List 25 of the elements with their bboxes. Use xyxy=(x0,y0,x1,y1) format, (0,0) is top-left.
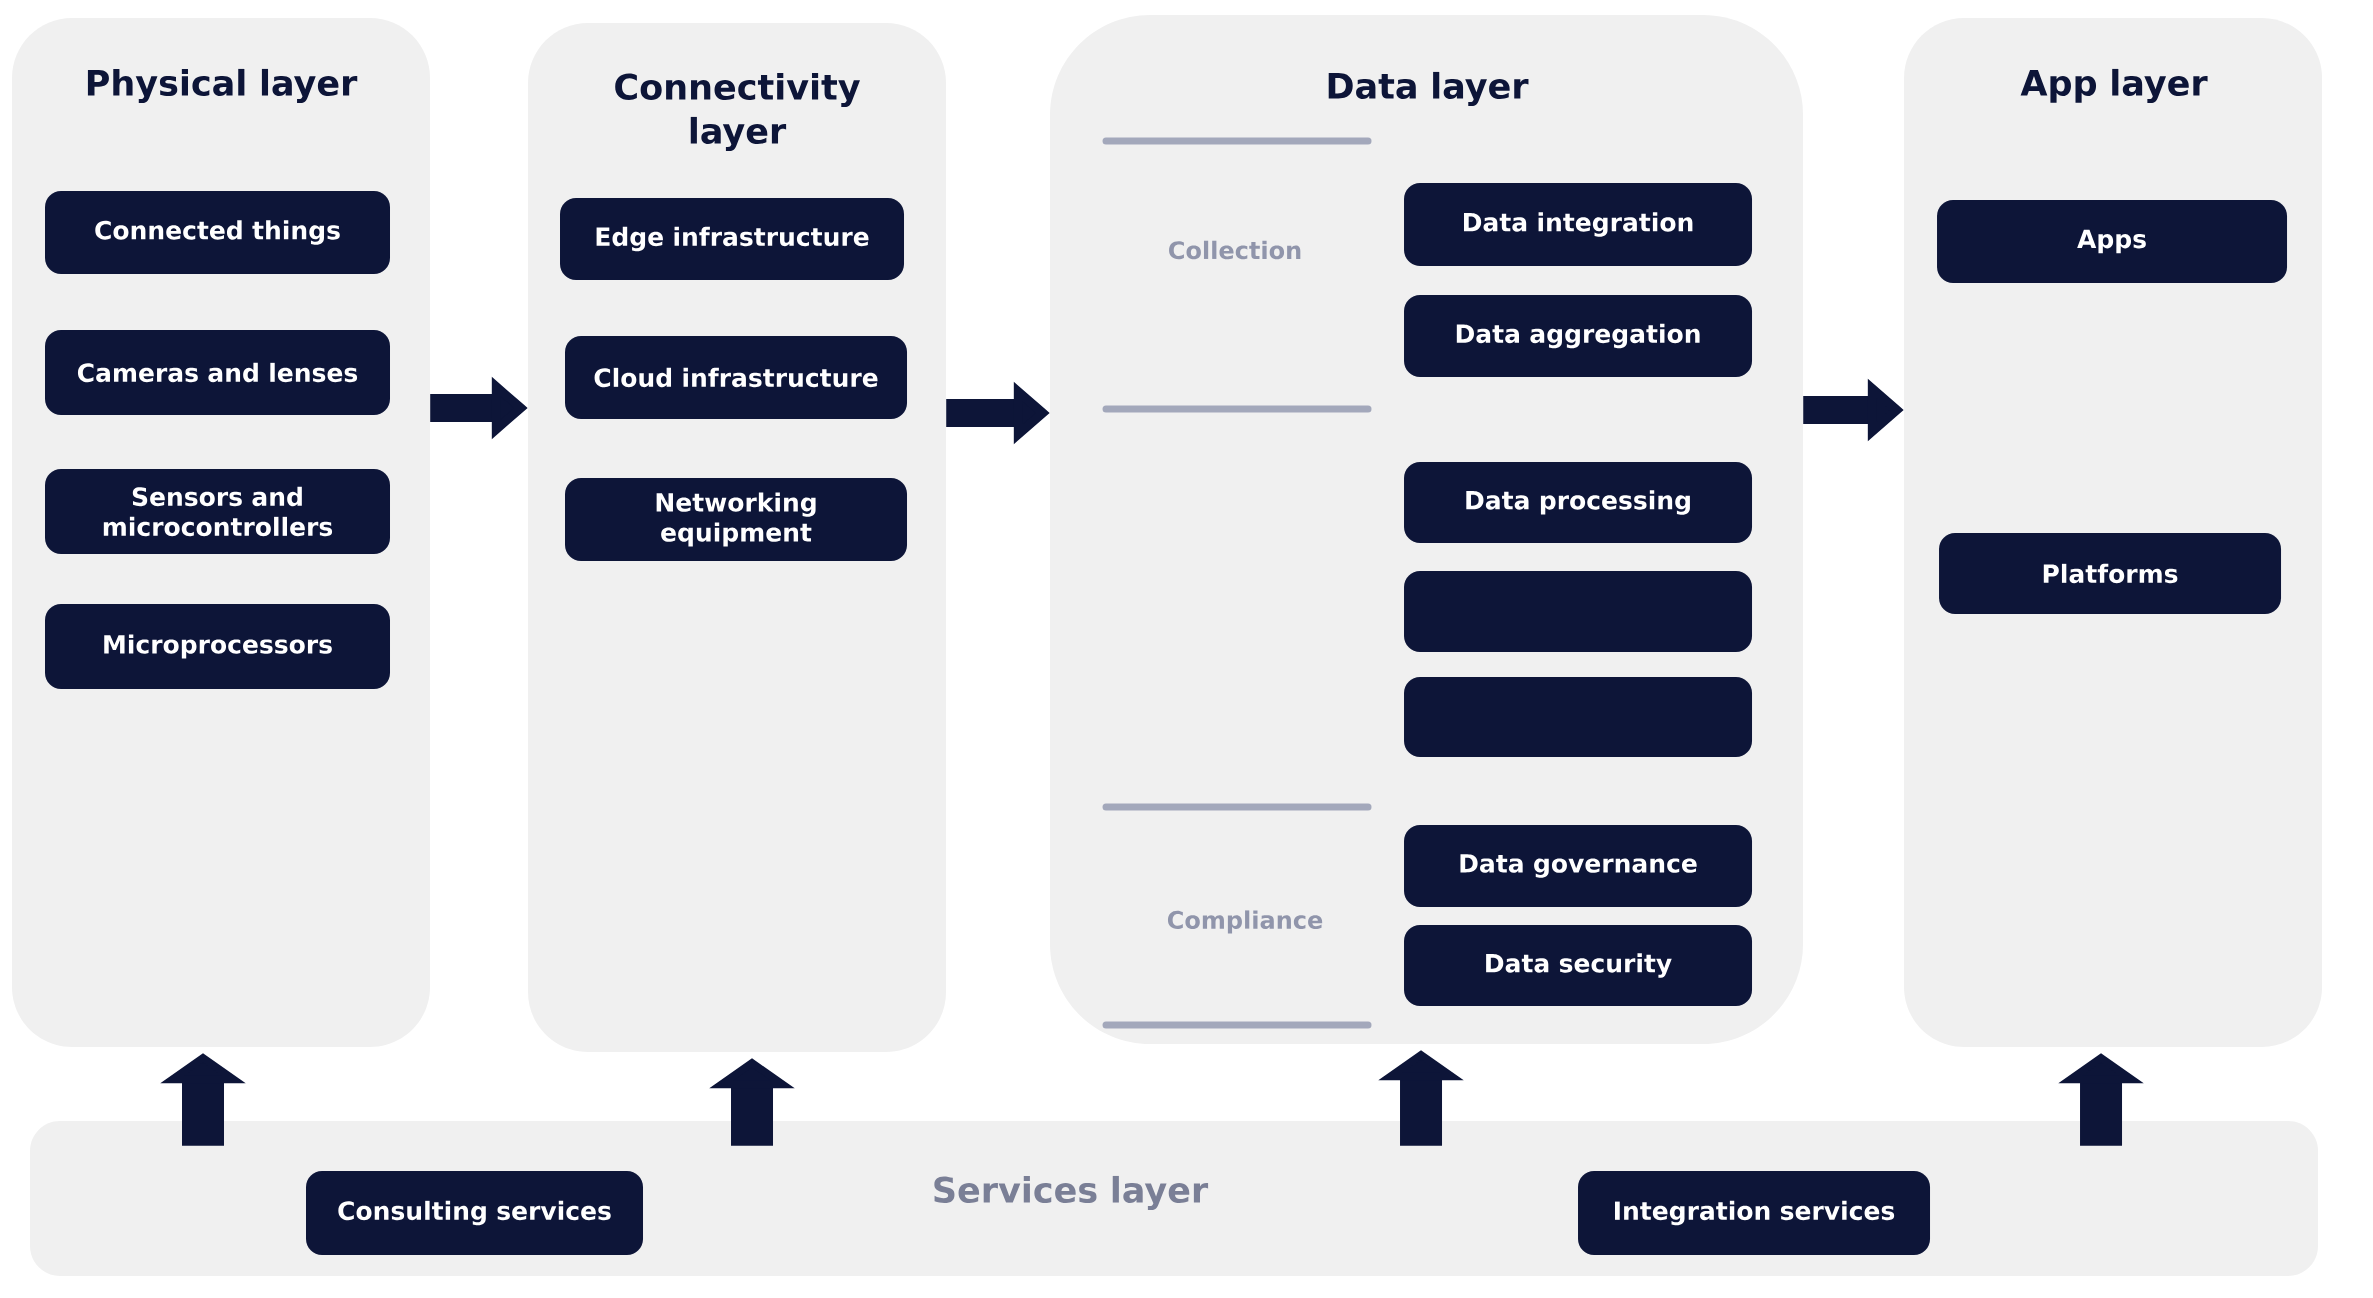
component-box: Data processing xyxy=(1404,462,1752,543)
panel-heading: Services layer xyxy=(934,1175,1209,1211)
component-box: Connected things xyxy=(45,191,390,274)
component-box: Microprocessors xyxy=(45,604,390,689)
blank-box xyxy=(1404,571,1752,652)
component-box: Data integration xyxy=(1404,183,1752,266)
panel-heading: Physical layer xyxy=(87,68,358,104)
component-box: Consulting services xyxy=(306,1171,643,1255)
component-box: Data security xyxy=(1404,925,1752,1006)
panel-heading: Data layer xyxy=(1328,71,1529,107)
component-box: Networking equipment xyxy=(565,478,907,561)
component-box: Cloud infrastructure xyxy=(565,336,907,419)
component-box: Sensors and microcontrollers xyxy=(45,469,390,554)
component-box: Edge infrastructure xyxy=(560,198,904,280)
component-box: Cameras and lenses xyxy=(45,330,390,415)
component-box: Apps xyxy=(1937,200,2288,283)
component-box: Data governance xyxy=(1404,825,1752,907)
section-label: Collection xyxy=(1169,240,1301,260)
component-box: Data aggregation xyxy=(1404,295,1752,377)
panel-heading: App layer xyxy=(2020,68,2208,104)
component-box: Platforms xyxy=(1939,533,2282,614)
section-label: Compliance xyxy=(1167,910,1323,934)
panel-heading: Connectivity layer xyxy=(615,72,860,152)
component-box: Integration services xyxy=(1578,1171,1931,1255)
blank-box xyxy=(1404,677,1752,757)
